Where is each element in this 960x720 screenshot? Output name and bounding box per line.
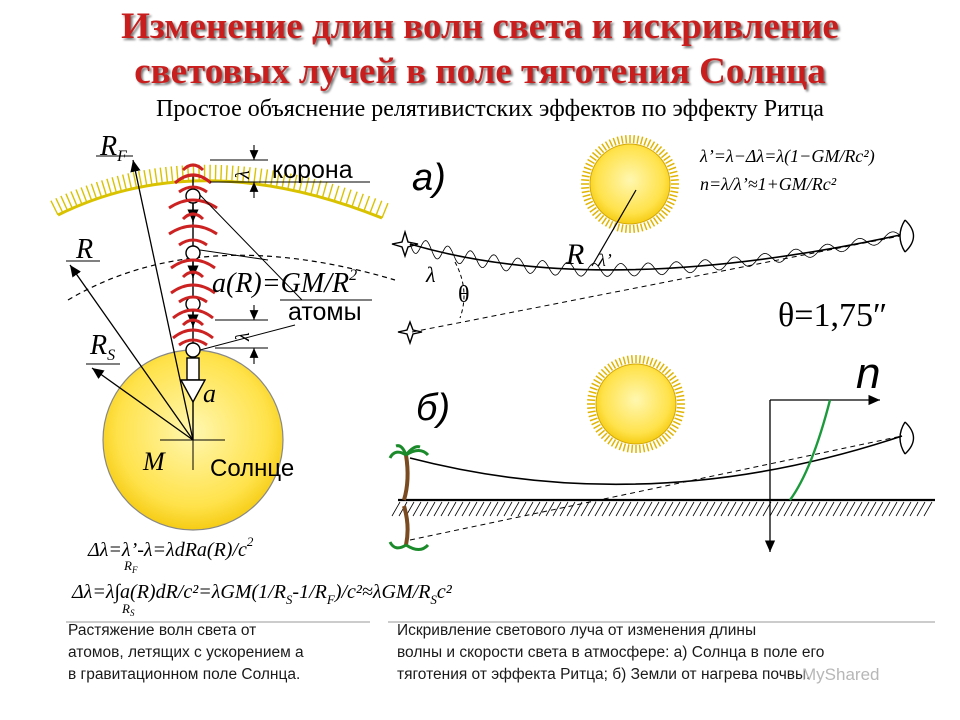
radius-rf	[130, 159, 194, 441]
integral-lower-limit: RS	[121, 601, 135, 618]
radius-rs	[91, 367, 194, 441]
label-lambda-bottom: λ	[232, 332, 254, 342]
radius-a	[591, 189, 637, 267]
n-label: n	[856, 349, 880, 398]
acceleration-arrow	[179, 379, 207, 404]
palm-leaves	[388, 444, 430, 459]
star-real	[391, 229, 419, 259]
label-a: a	[203, 379, 216, 408]
light-ray-b	[409, 435, 903, 486]
sun-a	[589, 143, 671, 225]
watermark: MyShared	[802, 665, 880, 684]
apparent-direction	[411, 235, 901, 333]
label-theta: θ	[458, 282, 470, 308]
eye-b	[899, 421, 915, 455]
caption-left: Растяжение волн света от атомов, летящих…	[68, 620, 378, 686]
caption-left-line: Растяжение волн света от	[68, 622, 257, 639]
emitted-waves	[168, 163, 218, 347]
formula-integral: Δλ=λ∫a(R)dR/c²=λGM(1/RS-1/RF)/c²≈λGM/RSc…	[71, 581, 453, 607]
orbit-arc	[67, 254, 396, 301]
caption-left-line: в гравитационном поле Солнца.	[68, 666, 301, 683]
star-apparent	[397, 320, 423, 346]
label-atoms: атомы	[288, 298, 362, 326]
eye-a	[899, 219, 915, 253]
panel-a	[391, 135, 915, 346]
label-accel-formula: a(R)=GM/R2	[212, 267, 357, 299]
label-sun: Солнце	[210, 455, 294, 482]
wave-a	[409, 231, 901, 277]
mirage-direction	[409, 435, 903, 541]
deflection-value: θ=1,75″	[778, 297, 887, 334]
caption-right: Искривление светового луча от изменения …	[397, 620, 942, 686]
label-corona: корона	[272, 156, 353, 184]
panel-b	[388, 355, 935, 552]
palm-tree	[402, 454, 410, 501]
caption-right-line: волны и скорости света в атмосфере: а) С…	[397, 644, 825, 661]
corona-arc	[57, 179, 383, 220]
title-line-2: световых лучей в поле тяготения Солнца	[134, 51, 826, 92]
sun-b	[595, 363, 677, 445]
caption-left-line: атомов, летящих с ускорением a	[68, 644, 304, 661]
label-lambda-prime: λ’	[597, 250, 612, 270]
caption-right-line: Искривление светового луча от изменения …	[397, 622, 757, 639]
left-panel	[50, 145, 396, 531]
title-line-1: Изменение длин волн света и искривление	[121, 6, 839, 47]
label-lambda-top: λ	[232, 170, 254, 180]
caption-right-line: тяготения от эффекта Ритца; б) Земли от …	[397, 666, 811, 683]
label-r-a: R	[565, 238, 584, 271]
formula-refraction: n=λ/λ’≈1+GM/Rc²	[700, 174, 837, 194]
palm-reflection	[402, 505, 410, 546]
theta-arc	[454, 261, 465, 319]
panel-b-label: б)	[416, 387, 450, 429]
n-profile-curve	[789, 399, 832, 501]
label-m: M	[142, 447, 166, 476]
subtitle: Простое объяснение релятивистских эффект…	[156, 96, 824, 122]
radius-r	[69, 264, 194, 441]
formula-delta-lambda: Δλ=λ’-λ=λdRa(R)/c2	[87, 534, 254, 561]
label-r: R	[75, 234, 93, 265]
label-rf: RF	[99, 131, 127, 165]
panel-a-label: а)	[412, 157, 446, 199]
label-lambda-a: λ	[425, 262, 436, 287]
label-rs: RS	[89, 330, 115, 364]
integral-upper-limit: RF	[123, 558, 138, 575]
light-ray-a	[409, 234, 901, 271]
formula-wavelength: λ’=λ−Δλ=λ(1−GM/Rc²)	[699, 146, 875, 167]
